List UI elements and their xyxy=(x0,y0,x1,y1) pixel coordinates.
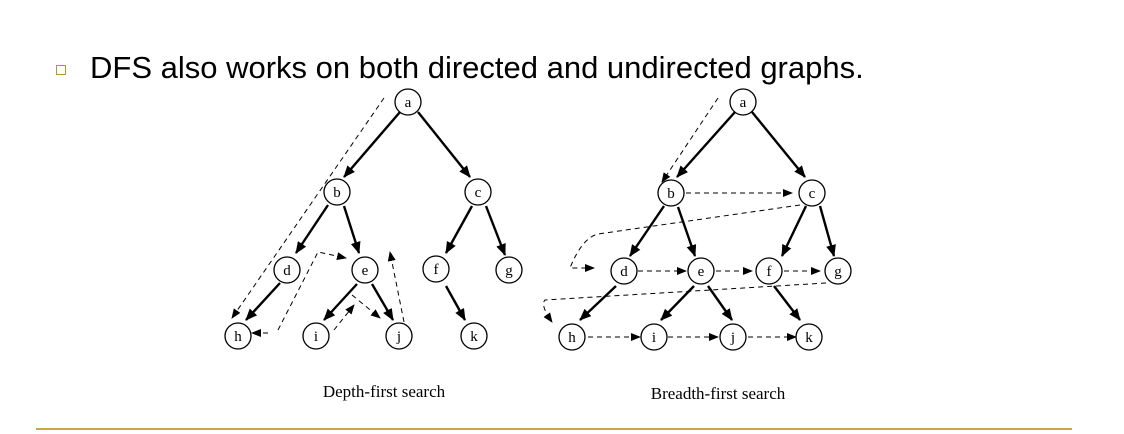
bfs-edge-a-b xyxy=(676,111,736,178)
bfs-trav-a-b xyxy=(661,97,719,183)
dfs-node-d: d xyxy=(273,256,301,284)
dfs-caption: Depth-first search xyxy=(323,382,446,401)
node-label: d xyxy=(620,264,628,280)
dfs-edge-e-j xyxy=(370,283,395,321)
bfs-edge-b-e xyxy=(676,206,697,257)
dfs-edge-f-k xyxy=(444,285,467,321)
bfs-edge-b-d xyxy=(629,205,665,257)
dfs-node-j: j xyxy=(385,322,413,350)
bfs-trav-g-row4 xyxy=(543,282,827,323)
bfs-node-c: c xyxy=(798,179,826,207)
node-label: j xyxy=(396,329,401,345)
dfs-trav-to-j xyxy=(351,294,381,319)
dfs-edge-a-c xyxy=(417,111,471,178)
dfs-node-h: h xyxy=(224,322,252,350)
bfs-node-a: a xyxy=(729,88,757,116)
node-label: j xyxy=(730,330,735,346)
node-label: k xyxy=(470,329,478,345)
bfs-node-f: f xyxy=(755,257,783,285)
node-label: h xyxy=(568,330,576,346)
dfs-tree: a b c d e f g h i j k Depth-first search xyxy=(224,88,523,401)
bfs-edge-f-k xyxy=(773,285,801,321)
bfs-node-d: d xyxy=(610,257,638,285)
dfs-trav-j-up xyxy=(387,251,405,323)
dfs-edge-d-h xyxy=(245,282,281,321)
node-label: k xyxy=(805,330,813,346)
dfs-edge-b-d xyxy=(295,204,329,254)
bfs-edge-c-f xyxy=(780,205,808,257)
node-label: g xyxy=(505,263,513,279)
bfs-node-j: j xyxy=(719,323,747,351)
bfs-edge-a-c xyxy=(751,111,806,178)
node-label: e xyxy=(362,263,369,279)
dfs-node-i: i xyxy=(302,322,330,350)
node-label: f xyxy=(767,264,772,280)
node-label: f xyxy=(434,262,439,278)
slide-heading: DFS also works on both directed and undi… xyxy=(90,50,864,85)
dfs-node-a: a xyxy=(394,88,422,116)
dfs-edge-e-i xyxy=(323,283,358,321)
bfs-node-g: g xyxy=(824,257,852,285)
node-label: i xyxy=(652,330,656,346)
node-label: b xyxy=(333,185,341,201)
bfs-node-k: k xyxy=(795,323,823,351)
node-label: c xyxy=(475,185,482,201)
node-label: h xyxy=(234,329,242,345)
bfs-node-b: b xyxy=(657,179,685,207)
dfs-trav-up-to-e xyxy=(277,251,347,331)
bullet-square-icon xyxy=(56,65,66,75)
bfs-node-i: i xyxy=(640,323,668,351)
node-label: c xyxy=(809,186,816,202)
node-label: a xyxy=(405,95,412,111)
dfs-node-b: b xyxy=(323,178,351,206)
bfs-edge-c-g xyxy=(818,205,836,257)
dfs-edge-b-e xyxy=(342,205,361,254)
bfs-edge-e-j xyxy=(707,285,733,321)
dfs-node-g: g xyxy=(495,256,523,284)
dfs-node-f: f xyxy=(422,255,450,283)
dfs-edge-c-g xyxy=(484,205,507,256)
node-label: g xyxy=(834,264,842,280)
dfs-node-k: k xyxy=(460,322,488,350)
node-label: e xyxy=(698,264,705,280)
bullet-line: DFS also works on both directed and undi… xyxy=(56,38,864,98)
dfs-edge-a-b xyxy=(343,111,401,178)
node-label: b xyxy=(667,186,675,202)
dfs-edge-c-f xyxy=(444,205,474,254)
bfs-caption: Breadth-first search xyxy=(651,384,786,403)
bfs-node-h: h xyxy=(558,323,586,351)
dfs-trav-a-h xyxy=(231,97,385,319)
node-label: d xyxy=(283,263,291,279)
footer-rule xyxy=(36,428,1072,430)
node-label: a xyxy=(740,95,747,111)
node-label: i xyxy=(314,329,318,345)
dfs-trav-i-up xyxy=(333,304,355,331)
dfs-node-c: c xyxy=(464,178,492,206)
bfs-edge-d-h xyxy=(579,285,617,321)
bfs-node-e: e xyxy=(687,257,715,285)
dfs-node-e: e xyxy=(351,256,379,284)
bfs-tree: a b c d e f g h i j k Breadth-first sear… xyxy=(543,88,852,403)
